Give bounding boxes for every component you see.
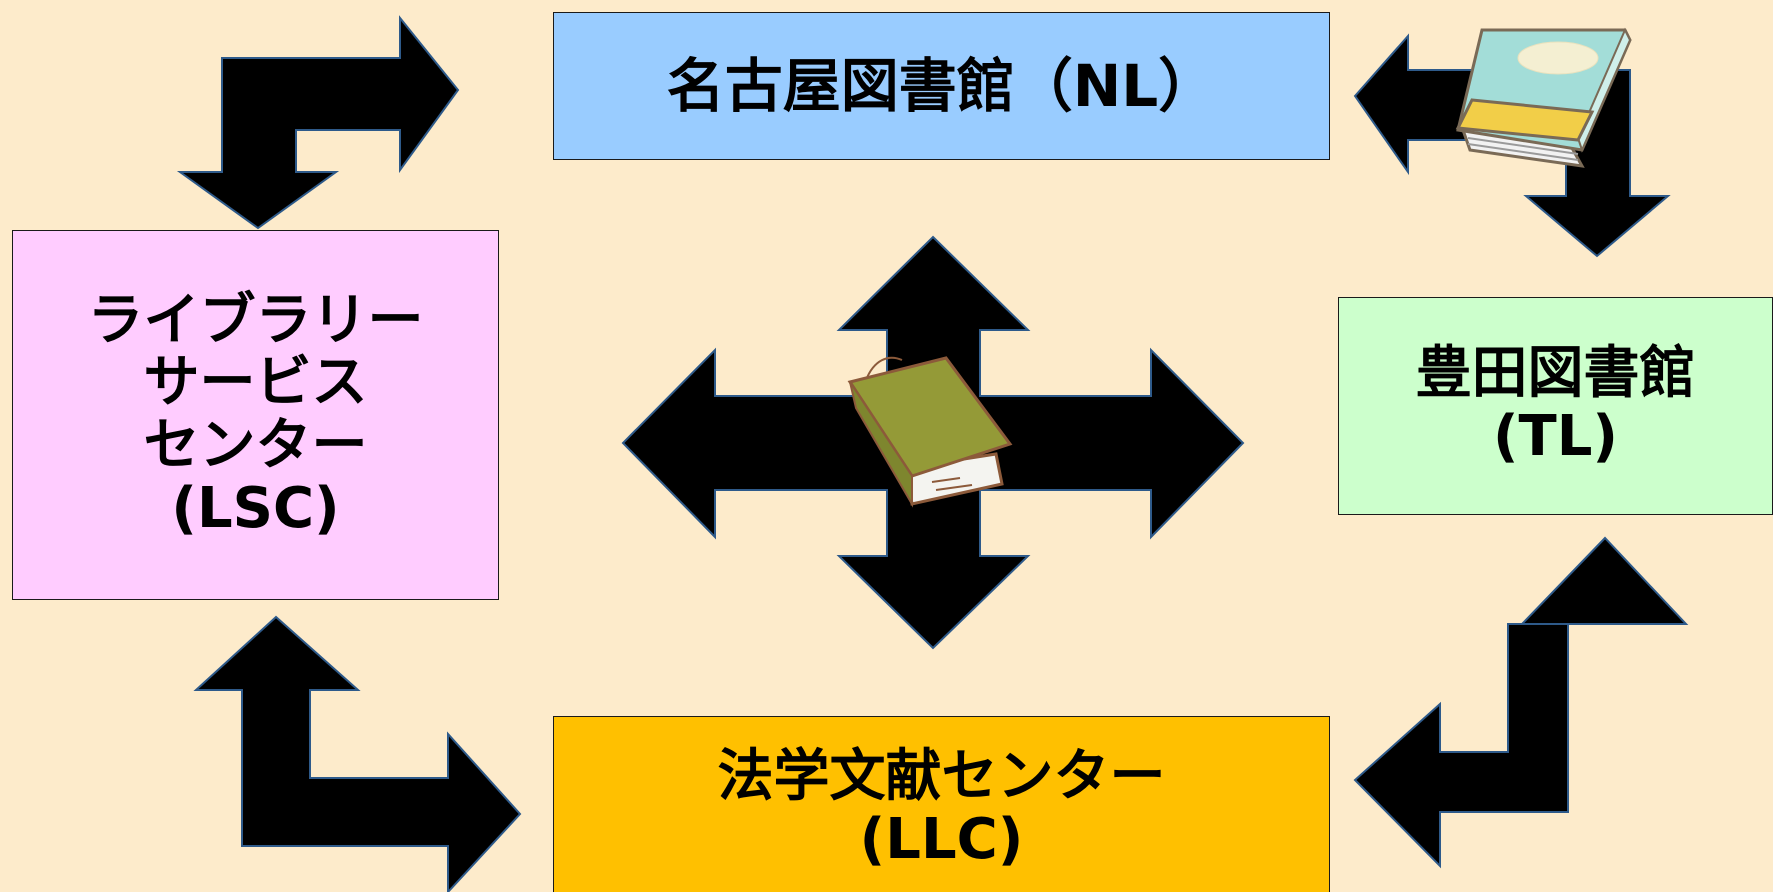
node-library-service-center: ライブラリー サービス センター (LSC) xyxy=(12,230,499,600)
node-label-line: (LSC) xyxy=(171,475,340,541)
node-label-line: 法学文献センター xyxy=(717,744,1166,810)
node-law-literature-center: 法学文献センター (LLC) xyxy=(553,716,1330,892)
node-label-line: サービス xyxy=(143,350,368,416)
node-label-line: センター xyxy=(143,413,368,478)
node-nagoya-library: 名古屋図書館（NL） xyxy=(553,12,1330,160)
arrow-lsc-nl xyxy=(176,15,460,230)
node-label-line: 豊田図書館 xyxy=(1415,341,1696,407)
book-icon-olive xyxy=(847,356,1013,508)
node-label-line: 名古屋図書館（NL） xyxy=(666,51,1217,120)
node-label-line: ライブラリー xyxy=(87,287,424,353)
node-toyota-library: 豊田図書館 (TL) xyxy=(1338,297,1773,515)
node-label-line: (LLC) xyxy=(859,807,1024,872)
arrow-lsc-llc xyxy=(193,615,522,892)
book-icon-teal xyxy=(1455,27,1632,168)
arrow-tl-llc xyxy=(1353,536,1689,869)
node-label-line: (TL) xyxy=(1492,404,1619,469)
